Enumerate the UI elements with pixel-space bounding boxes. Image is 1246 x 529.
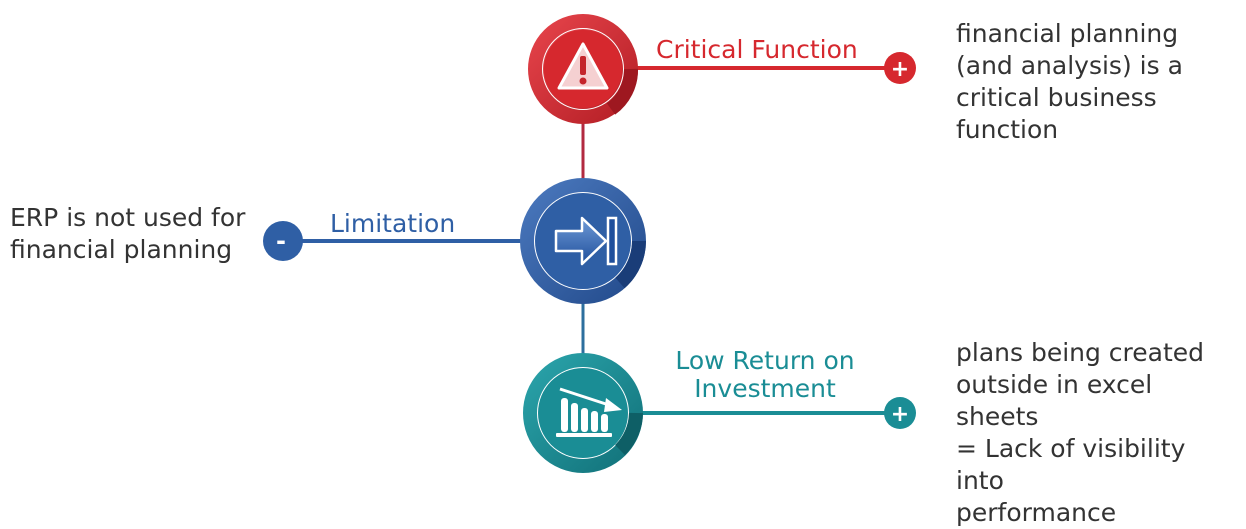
node-roi: [523, 353, 643, 473]
arrow-to-bar-icon: [554, 216, 618, 266]
badge-sign-limitation: -: [276, 227, 286, 255]
node-critical: [528, 14, 638, 124]
badge-sign-critical: +: [891, 57, 909, 82]
branch-label-critical: Critical Function: [656, 35, 858, 64]
node-limitation: [520, 178, 646, 304]
declining-bar-chart-icon: [556, 387, 622, 437]
collapse-badge-limitation[interactable]: -: [263, 221, 303, 261]
expand-badge-roi[interactable]: +: [884, 397, 916, 429]
expand-badge-critical[interactable]: +: [884, 52, 916, 84]
mind-map-diagram: + - +: [263, 14, 916, 473]
warning-triangle-icon: [557, 42, 609, 90]
branch-label-limitation: Limitation: [330, 209, 456, 238]
badge-sign-roi: +: [891, 402, 909, 427]
